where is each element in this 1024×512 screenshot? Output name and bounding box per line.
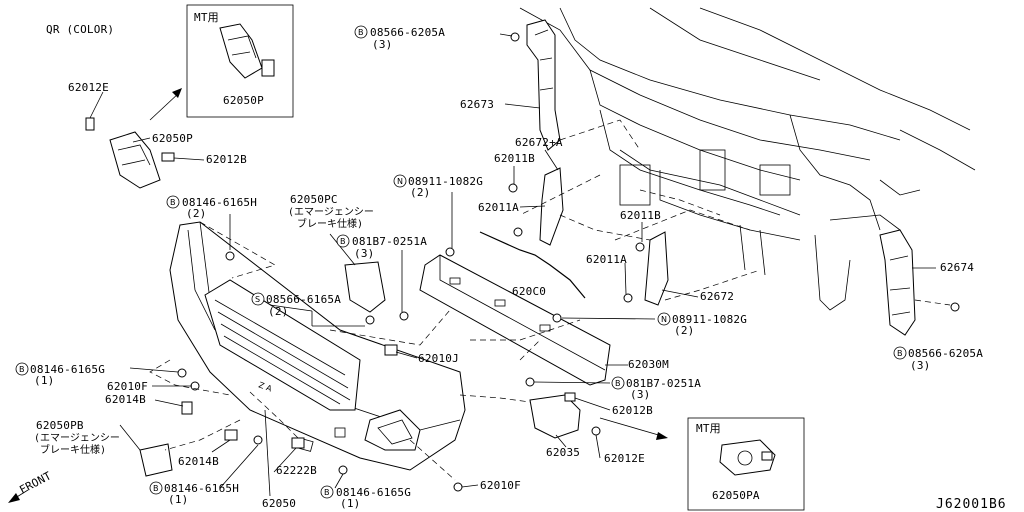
svg-text:S: S [255,295,260,304]
label-62050: 62050 [262,497,296,510]
fasteners [177,32,960,492]
clip-62014B-b [224,429,238,441]
qty-08911-1082G-top: (2) [410,186,430,199]
label-62672A: 62672+A [515,136,563,149]
bracket-62673 [526,19,561,151]
qty-08146-6165G-left: (1) [34,374,54,387]
vehicle-body-frame [519,7,976,311]
label-62010F-left: 62010F [107,380,148,393]
label-08566-6205A-bot: 08566-6205A [908,347,983,360]
label-62011A-b: 62011A [586,253,627,266]
label-08911-1082G-bot: 08911-1082G [672,313,747,326]
fastener-markers: B B N B S N B B B B B [15,25,907,499]
bumper-fascia: Z A [169,221,466,471]
label-62012E-bot: 62012E [604,452,645,465]
inset-tag-bottom: MT用 [696,422,721,435]
svg-text:N: N [661,315,667,324]
label-62222B: 62222B [276,464,317,477]
label-62674: 62674 [940,261,974,274]
leader-lines [89,33,936,497]
dashed-guides [149,119,951,481]
bracket-62050P-group [85,117,175,189]
part-labels: QR (COLOR) 62012E 62050P 62012B 08146-61… [17,23,1007,512]
reinforcement-62030M [419,254,611,386]
clip-62014B [181,401,193,415]
label-081B7-0251A-bot: 081B7-0251A [626,377,701,390]
label-08146-6165G-left: 08146-6165G [30,363,105,376]
inset-tag-top: MT用 [194,11,219,24]
inset-part-bottom: 62050PA [712,489,760,502]
label-62673: 62673 [460,98,494,111]
label-08566-6165A: 08566-6165A [266,293,341,306]
qty-08146-6165H-bot: (1) [168,493,188,506]
label-62672: 62672 [700,290,734,303]
inset-mt-top: MT用 62050P [186,4,294,118]
label-62030M: 62030M [628,358,669,371]
label-08146-6165H-bot: 08146-6165H [164,482,239,495]
label-62011A-a: 62011A [478,201,519,214]
qty-081B7-0251A-bot: (3) [630,388,650,401]
bracket-62672 [539,167,669,306]
label-62050PC: 62050PC [290,193,338,206]
note-62050PB-1: (エマージェンシー [34,433,120,444]
label-62014B-bot: 62014B [178,455,219,468]
bracket-62050PB [139,443,173,477]
svg-text:B: B [324,488,330,497]
label-62011B-a: 62011B [494,152,535,165]
qty-08566-6205A-bot: (3) [910,359,930,372]
label-62012B-right: 62012B [612,404,653,417]
label-08566-6205A-top: 08566-6205A [370,26,445,39]
label-081B7-0251A-top: 081B7-0251A [352,235,427,248]
qty-08146-6165H-top: (2) [186,207,206,220]
direction-arrows [8,88,668,503]
svg-text:B: B [358,28,364,37]
label-62012E-top: 62012E [68,81,109,94]
qty-08146-6165G-bot: (1) [340,497,360,510]
svg-text:N: N [397,177,403,186]
svg-text:B: B [340,237,346,246]
label-62010F-bot: 62010F [480,479,521,492]
bracket-62674 [879,229,916,336]
label-620C0: 620C0 [512,285,546,298]
label-08146-6165G-bot: 08146-6165G [336,486,411,499]
note-62050PC-1: (エマージェンシー [288,207,374,218]
svg-text:B: B [615,379,621,388]
label-62050P: 62050P [152,132,193,145]
qty-081B7-0251A-top: (3) [354,247,374,260]
label-62011B-b: 62011B [620,209,661,222]
label-62012B-left: 62012B [206,153,247,166]
clip-62012B-right [564,392,576,402]
label-62050PB: 62050PB [36,419,84,432]
note-62050PB-2: ブレーキ仕様) [40,443,106,456]
inset-part-top: 62050P [223,94,264,107]
label-08911-1082G-top: 08911-1082G [408,175,483,188]
svg-text:B: B [170,198,176,207]
qty-08566-6205A-top: (3) [372,38,392,51]
qr-note: QR (COLOR) [46,23,114,36]
svg-text:B: B [19,365,25,374]
label-08146-6165H-top: 08146-6165H [182,196,257,209]
clip-62222B [291,437,305,449]
harness-620C0 [479,231,586,299]
label-62010J: 62010J [418,352,459,365]
svg-text:B: B [153,484,159,493]
note-62050PC-2: ブレーキ仕様) [297,217,363,230]
svg-text:B: B [897,349,903,358]
qty-08911-1082G-bot: (2) [674,324,694,337]
label-62035: 62035 [546,446,580,459]
label-62014B-left: 62014B [105,393,146,406]
catalog-number: J62001B6 [936,497,1007,512]
front-label: FRONT [17,469,53,497]
inset-mt-bottom: MT用 62050PA [687,417,805,511]
mount-62050PC [344,261,386,313]
qty-08566-6165A: (2) [268,305,288,318]
clip-62010J [384,344,398,356]
